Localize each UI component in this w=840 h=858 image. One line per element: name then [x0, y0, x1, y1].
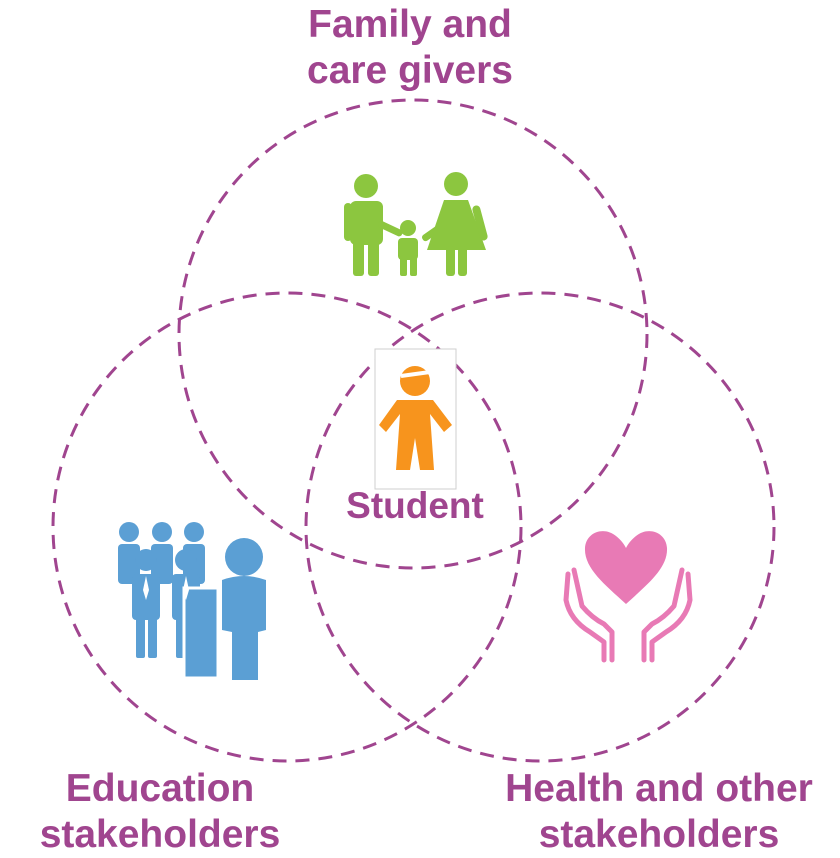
circle-family	[177, 98, 649, 570]
student-icon	[374, 348, 457, 490]
heart-in-hands-icon	[563, 531, 693, 663]
health-label-line-1: Health and other	[505, 767, 813, 810]
education-label-line-2: stakeholders	[39, 813, 281, 856]
education-label-line-1: Education	[65, 767, 255, 810]
health-label: Health and other stakeholders	[478, 766, 840, 858]
family-label-line-1: Family and	[308, 3, 512, 46]
circle-education	[51, 291, 523, 763]
family-icon	[344, 172, 488, 276]
circle-health	[304, 291, 776, 763]
education-group-icon	[118, 522, 266, 680]
family-label-line-2: care givers	[307, 49, 513, 92]
education-label: Education stakeholders	[0, 766, 320, 858]
health-label-line-2: stakeholders	[538, 813, 780, 856]
student-label: Student	[346, 485, 484, 526]
family-label: Family and care givers	[200, 2, 620, 94]
